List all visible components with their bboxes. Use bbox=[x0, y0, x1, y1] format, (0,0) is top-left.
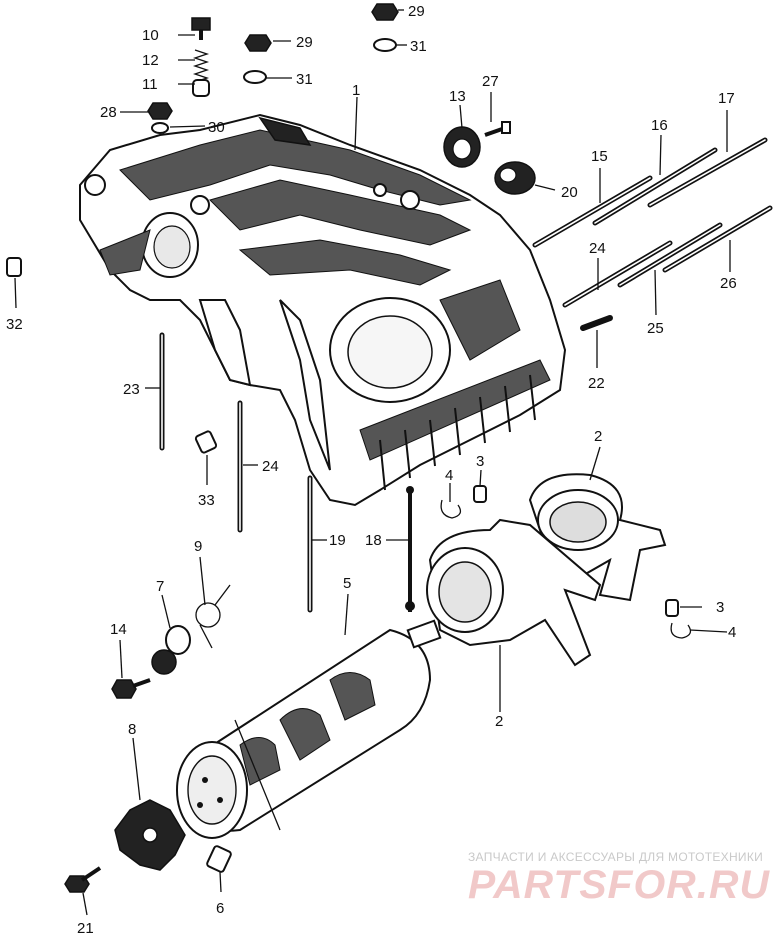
callout-4-lower: 4 bbox=[728, 624, 736, 641]
callout-12: 12 bbox=[142, 52, 159, 69]
callout-16: 16 bbox=[651, 117, 668, 134]
callout-7: 7 bbox=[156, 578, 164, 595]
callout-2-right: 2 bbox=[594, 428, 602, 445]
callout-9: 9 bbox=[194, 538, 202, 555]
callout-23: 23 bbox=[123, 381, 140, 398]
callout-29-mid: 29 bbox=[296, 34, 313, 51]
callout-32: 32 bbox=[6, 316, 23, 333]
callout-22: 22 bbox=[588, 375, 605, 392]
callout-24-left: 24 bbox=[262, 458, 279, 475]
callout-18: 18 bbox=[365, 532, 382, 549]
callout-3-upper: 3 bbox=[476, 453, 484, 470]
callout-30: 30 bbox=[208, 119, 225, 136]
watermark-logo: PARTSFOR.RU bbox=[468, 863, 770, 907]
callout-15: 15 bbox=[591, 148, 608, 165]
callout-3-lower: 3 bbox=[716, 599, 724, 616]
callout-24-right: 24 bbox=[589, 240, 606, 257]
callout-8: 8 bbox=[128, 721, 136, 738]
watermark-caption: ЗАПЧАСТИ И АКСЕССУАРЫ ДЛЯ МОТОТЕХНИКИ bbox=[468, 850, 763, 864]
callout-33: 33 bbox=[198, 492, 215, 509]
callout-10: 10 bbox=[142, 27, 159, 44]
callout-25: 25 bbox=[647, 320, 664, 337]
callout-5: 5 bbox=[343, 575, 351, 592]
callout-28: 28 bbox=[100, 104, 117, 121]
callout-17: 17 bbox=[718, 90, 735, 107]
callout-31-top: 31 bbox=[410, 38, 427, 55]
callout-21: 21 bbox=[77, 920, 94, 937]
callout-1: 1 bbox=[352, 82, 360, 99]
callout-20: 20 bbox=[561, 184, 578, 201]
leader-lines bbox=[14, 9, 731, 916]
studs bbox=[159, 137, 773, 613]
callout-13: 13 bbox=[449, 88, 466, 105]
callout-4-upper: 4 bbox=[445, 467, 453, 484]
small-parts bbox=[6, 3, 692, 893]
shift-fork-center bbox=[426, 518, 602, 667]
callout-2-center: 2 bbox=[495, 713, 503, 730]
callout-11: 11 bbox=[142, 76, 158, 93]
callout-labels: 1 2 2 3 3 4 4 5 6 7 8 9 10 11 12 13 14 1… bbox=[6, 3, 737, 937]
callout-27: 27 bbox=[482, 73, 499, 90]
callout-19: 19 bbox=[329, 532, 346, 549]
crankcase-drawing bbox=[79, 113, 567, 507]
callout-31-mid: 31 bbox=[296, 71, 313, 88]
callout-14: 14 bbox=[110, 621, 127, 638]
watermark: ЗАПЧАСТИ И АКСЕССУАРЫ ДЛЯ МОТОТЕХНИКИ PA… bbox=[468, 850, 770, 907]
shift-drum-star-plate bbox=[114, 799, 186, 871]
shift-drum bbox=[176, 619, 442, 839]
callout-29-top: 29 bbox=[408, 3, 425, 20]
callout-26: 26 bbox=[720, 275, 737, 292]
callout-6: 6 bbox=[216, 900, 224, 917]
